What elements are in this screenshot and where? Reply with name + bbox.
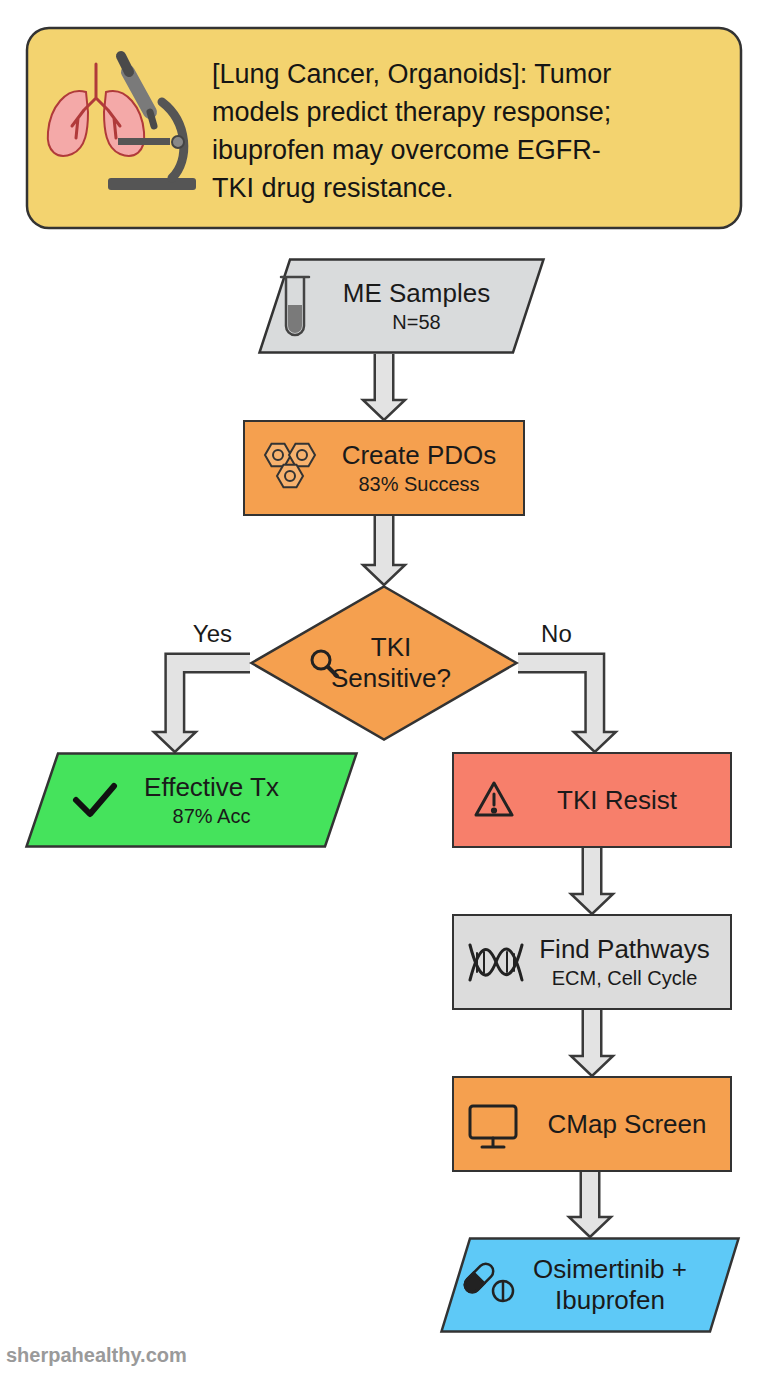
node-heading: CMap Screen — [548, 1109, 707, 1140]
flow-arrow — [154, 663, 250, 752]
tube-outline — [281, 277, 309, 335]
microscope-tube — [128, 72, 150, 112]
shape-fill — [260, 260, 544, 353]
node-heading: ME Samples — [343, 278, 490, 309]
title-text: [Lung Cancer, Organoids]: Tumor models p… — [212, 55, 638, 207]
microscope-arm — [162, 102, 184, 178]
warning-triangle — [476, 783, 512, 815]
arrow-shaft-outline — [518, 663, 595, 732]
capsule-outline — [462, 1261, 497, 1296]
microscope-eyepiece — [121, 56, 129, 72]
node-heading: Osimertinib + Ibuprofen — [520, 1254, 700, 1316]
flow-arrow — [569, 1172, 611, 1237]
process-box: CMap Screen — [452, 1076, 732, 1172]
flow-arrow — [363, 354, 405, 420]
monitor-icon — [470, 1106, 516, 1147]
tube-liquid — [288, 305, 302, 333]
cell-nucleus — [273, 450, 283, 460]
cells-icon — [265, 444, 315, 488]
tablet-score — [502, 1281, 505, 1301]
node-detail: ECM, Cell Cycle — [552, 965, 698, 991]
warning-icon — [476, 783, 512, 815]
microscope-stage — [118, 138, 170, 145]
node-heading: TKI Sensitive? — [320, 632, 462, 694]
cell-nucleus — [297, 450, 307, 460]
node-heading: Effective Tx — [144, 772, 279, 803]
monitor-screen — [470, 1106, 516, 1138]
magnifier-icon — [312, 651, 337, 676]
process-box: Create PDOs83% Success — [243, 420, 525, 516]
dna-rungs — [477, 952, 514, 973]
arrow-shaft — [376, 516, 392, 568]
output-parallelogram: Effective Tx87% Acc — [25, 752, 358, 848]
dna-strand — [470, 945, 522, 980]
capsule — [462, 1261, 497, 1296]
arrow-shaft — [175, 663, 250, 735]
cell-hexagon — [277, 465, 303, 488]
node-detail: 83% Success — [358, 471, 479, 497]
microscope-objective — [150, 112, 154, 126]
branch-label: No — [541, 620, 572, 648]
tablet — [493, 1281, 513, 1301]
node-heading: TKI Resist — [557, 785, 677, 816]
lung-lobe — [48, 91, 88, 156]
arrow-shaft — [518, 663, 595, 735]
flow-arrow — [571, 848, 613, 914]
shape-fill — [27, 754, 357, 847]
arrow-shaft-outline — [175, 663, 250, 732]
node-detail: N=58 — [392, 309, 440, 335]
lungs-illustration — [48, 64, 144, 156]
branch-label: Yes — [193, 620, 232, 648]
warning-bar — [493, 794, 496, 805]
microscope-base — [108, 178, 196, 190]
magnifier-handle — [328, 667, 337, 676]
arrow-shaft — [582, 1172, 598, 1220]
pill-icon — [462, 1261, 513, 1301]
magnifier-lens — [312, 651, 330, 669]
lung-lobe — [104, 91, 144, 156]
decision-diamond: TKI Sensitive? — [250, 585, 518, 741]
watermark: sherpahealthy.com — [6, 1344, 187, 1367]
node-heading: Create PDOs — [342, 440, 497, 471]
bronchi — [72, 64, 120, 138]
flow-arrow — [571, 1010, 613, 1076]
arrow-shaft — [376, 354, 392, 403]
warning-dot — [492, 809, 495, 812]
shape-fill — [252, 587, 517, 740]
title-banner — [27, 28, 741, 228]
test-tube-icon — [281, 277, 309, 335]
monitor-stand — [482, 1138, 504, 1147]
checkmark-icon — [76, 786, 114, 814]
flow-arrow — [363, 516, 405, 585]
flow-arrow — [518, 663, 616, 752]
arrow-shaft — [584, 848, 600, 897]
dna-icon — [470, 945, 522, 980]
alert-box: TKI Resist — [452, 752, 732, 848]
cell-nucleus — [285, 471, 295, 481]
process-box: Find PathwaysECM, Cell Cycle — [452, 914, 732, 1010]
arrow-shaft — [584, 1010, 600, 1059]
microscope-illustration — [108, 56, 196, 190]
capsule-half — [462, 1273, 485, 1296]
input-parallelogram: ME SamplesN=58 — [258, 258, 545, 354]
node-detail: 87% Acc — [173, 803, 251, 829]
shape-fill — [442, 1239, 739, 1332]
dna-strand — [470, 945, 522, 980]
microscope-knob — [172, 136, 184, 148]
cell-hexagon — [265, 444, 291, 467]
node-heading: Find Pathways — [539, 934, 710, 965]
cell-hexagon — [289, 444, 315, 467]
output-parallelogram: Osimertinib + Ibuprofen — [440, 1237, 740, 1333]
